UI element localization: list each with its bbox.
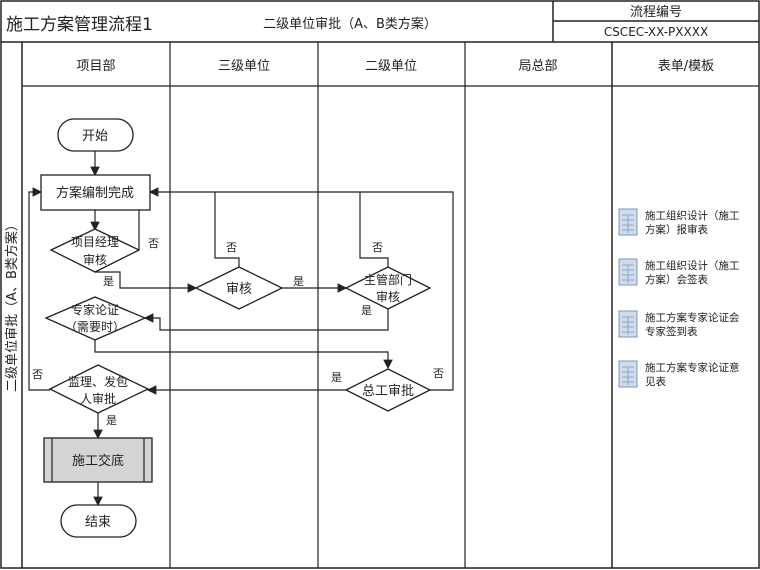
svg-text:见表: 见表 xyxy=(645,375,666,388)
column-header-project: 项目部 xyxy=(76,59,115,74)
side-label: 二级单位审批（A、B类方案） xyxy=(4,218,20,392)
svg-text:主管部门: 主管部门 xyxy=(364,272,412,287)
form-item[interactable]: 施工方案专家论证意 见表 xyxy=(618,360,740,388)
svg-text:否: 否 xyxy=(226,241,237,254)
page-subtitle: 二级单位审批（A、B类方案） xyxy=(263,16,437,32)
svg-text:是: 是 xyxy=(103,275,114,288)
svg-text:方案编制完成: 方案编制完成 xyxy=(56,185,134,201)
svg-text:否: 否 xyxy=(148,237,159,250)
form-item[interactable]: 施工组织设计（施工 方案）会签表 xyxy=(618,258,740,286)
svg-text:项目经理: 项目经理 xyxy=(71,235,119,249)
node-level3-review: 审核 xyxy=(194,266,284,310)
svg-text:施工组织设计（施工: 施工组织设计（施工 xyxy=(645,259,740,272)
spreadsheet-icon xyxy=(618,310,638,338)
svg-text:是: 是 xyxy=(361,304,372,317)
node-supervisor-approval: 监理、发包 人审批 xyxy=(48,364,150,414)
column-header-level3: 三级单位 xyxy=(218,59,270,74)
connectors xyxy=(28,151,454,507)
svg-text:开始: 开始 xyxy=(82,129,108,144)
svg-text:审核: 审核 xyxy=(376,289,400,304)
node-end: 结束 xyxy=(60,504,137,538)
node-chief-approval: 总工审批 xyxy=(344,368,432,412)
process-code-label: 流程编号 xyxy=(630,5,682,20)
svg-text:施工方案专家论证意: 施工方案专家论证意 xyxy=(645,361,740,374)
svg-text:（需要时）: （需要时） xyxy=(65,320,125,334)
svg-text:否: 否 xyxy=(372,241,383,254)
node-start: 开始 xyxy=(57,118,134,152)
svg-text:审核: 审核 xyxy=(226,282,252,297)
node-dept-review: 主管部门 审核 xyxy=(344,266,432,310)
column-header-level2: 二级单位 xyxy=(365,59,417,74)
svg-text:总工审批: 总工审批 xyxy=(362,384,414,399)
node-handover: 施工交底 xyxy=(43,437,153,483)
svg-text:方案）会签表: 方案）会签表 xyxy=(645,273,708,286)
node-pm-review: 项目经理 审核 xyxy=(49,228,141,273)
svg-text:施工方案专家论证会: 施工方案专家论证会 xyxy=(645,311,740,324)
process-code-value: CSCEC-XX-PXXXX xyxy=(604,25,708,39)
svg-text:是: 是 xyxy=(106,414,117,427)
svg-text:否: 否 xyxy=(32,368,43,381)
svg-text:施工交底: 施工交底 xyxy=(72,453,124,469)
node-expert: 专家论证 （需要时） xyxy=(44,296,147,341)
svg-text:方案）报审表: 方案）报审表 xyxy=(645,223,708,236)
form-item[interactable]: 施工方案专家论证会 专家签到表 xyxy=(618,310,740,338)
svg-text:是: 是 xyxy=(293,275,304,288)
column-header-forms: 表单/模板 xyxy=(658,59,714,74)
node-compile: 方案编制完成 xyxy=(40,174,151,211)
svg-text:是: 是 xyxy=(331,371,342,384)
spreadsheet-icon xyxy=(618,258,638,286)
svg-text:否: 否 xyxy=(433,367,444,380)
form-item[interactable]: 施工组织设计（施工 方案）报审表 xyxy=(618,208,740,236)
column-header-bureau: 局总部 xyxy=(518,59,557,74)
spreadsheet-icon xyxy=(618,208,638,236)
edge-labels: 否 是 是 否 否 是 是 否 否 是 xyxy=(32,237,444,427)
svg-text:人审批: 人审批 xyxy=(80,391,116,406)
svg-text:专家签到表: 专家签到表 xyxy=(645,325,698,338)
svg-text:监理、发包: 监理、发包 xyxy=(68,374,128,389)
svg-text:审核: 审核 xyxy=(83,252,107,267)
svg-text:结束: 结束 xyxy=(85,515,111,530)
page-title: 施工方案管理流程1 xyxy=(6,15,153,35)
svg-text:施工组织设计（施工: 施工组织设计（施工 xyxy=(645,209,740,222)
svg-text:专家论证: 专家论证 xyxy=(71,302,119,317)
spreadsheet-icon xyxy=(618,360,638,388)
